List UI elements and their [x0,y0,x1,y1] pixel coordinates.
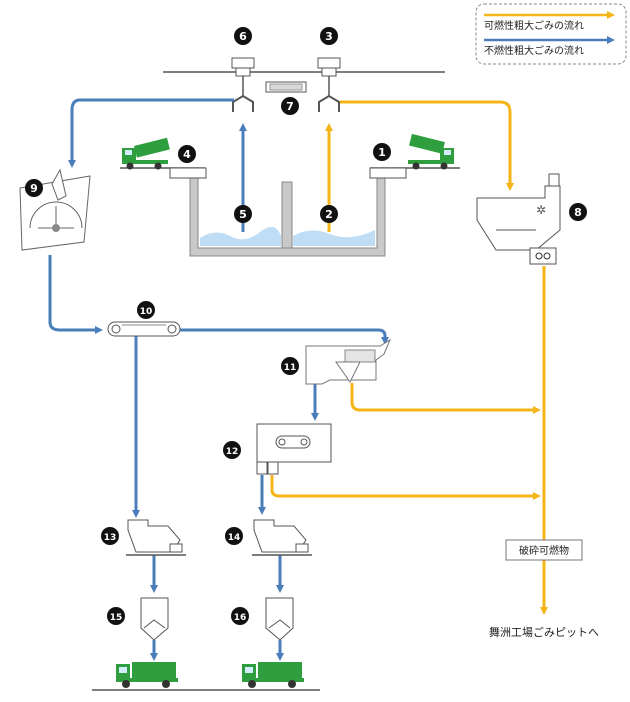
marker-label: 9 [30,182,38,195]
container-right [265,597,294,641]
pit [189,177,386,257]
container-left [140,597,169,641]
crane-left [231,57,255,112]
legend: 可燃性粗大ごみの流れ 不燃性粗大ごみの流れ [475,3,627,65]
marker-label: 8 [574,206,582,219]
marker-10: 10 [137,301,155,319]
marker-label: 4 [183,148,191,161]
marker-label: 13 [104,533,117,543]
marker-15: 15 [107,607,125,625]
marker-8: 8 [569,203,587,221]
marker-7: 7 [281,97,299,115]
marker-12: 12 [223,441,241,459]
marker-label: 1 [378,146,386,159]
marker-label: 7 [286,100,294,113]
marker-2: 2 [320,205,338,223]
burst-icon: ✲ [536,203,546,217]
marker-11: 11 [281,357,299,375]
marker-14: 14 [225,527,243,545]
marker-label: 14 [228,533,241,543]
dumping-gate-right [369,167,407,179]
marker-label: 3 [325,30,333,43]
marker-4: 4 [178,145,196,163]
marker-6: 6 [234,27,252,45]
truck-bottom-right [242,662,304,688]
crane-right [317,57,341,112]
truck-bottom-left [116,662,178,688]
destination-label: 舞洲工場ごみピットへ [489,625,599,639]
marker-label: 2 [325,208,333,221]
marker-3: 3 [320,27,338,45]
flow-noncombustible [48,98,389,661]
conveyor [107,321,181,337]
marker-1: 1 [373,143,391,161]
crushed-combustibles-box [505,539,583,561]
marker-5: 5 [234,205,252,223]
screen-separator [305,338,392,385]
crushed-combustibles-label: 破砕可燃物 [519,544,569,557]
marker-label: 16 [234,613,247,623]
dumping-gate-left [169,167,207,179]
legend-combustible-label: 可燃性粗大ごみの流れ [484,19,584,32]
truck-right [408,133,454,170]
marker-label: 6 [239,30,247,43]
marker-label: 11 [284,363,297,373]
combustible-shredder: ✲ [476,173,561,265]
marker-16: 16 [231,607,249,625]
truck-left [122,137,170,170]
marker-13: 13 [101,527,119,545]
compactor-right [252,519,312,556]
marker-label: 15 [110,613,123,623]
marker-label: 10 [140,307,153,317]
marker-label: 5 [239,208,247,221]
marker-label: 12 [226,447,239,457]
marker-9: 9 [25,179,43,197]
legend-noncombustible-label: 不燃性粗大ごみの流れ [484,44,584,57]
compactor-left [126,519,186,556]
magnetic-separator [256,423,332,475]
